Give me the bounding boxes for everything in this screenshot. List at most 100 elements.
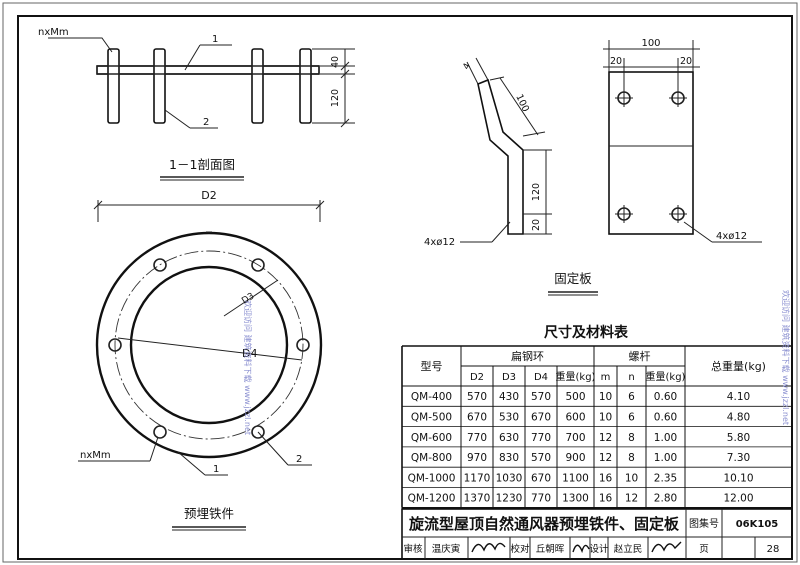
bolt-circle [114, 250, 304, 440]
table-cell: 670 [467, 411, 487, 423]
design-signature [651, 541, 682, 553]
bolt-rod [153, 48, 166, 124]
table-cell: 10 [625, 472, 638, 484]
dim-120-section: 120 [330, 89, 341, 107]
table-cell: 0.60 [654, 411, 677, 423]
table-cell: 12 [599, 452, 612, 464]
dim-120-side: 120 [531, 183, 542, 201]
subheader-cell: D4 [534, 372, 548, 383]
table-cell: 1300 [562, 493, 589, 505]
dim-4: 4 [462, 62, 474, 72]
table-cell: 570 [531, 452, 551, 464]
table-cell: 16 [599, 472, 613, 484]
watermark-right: 欢迎访问 建筑资料下载 www.jzzl.net [781, 290, 791, 425]
table-cell: 4.80 [727, 411, 750, 423]
review-label: 审核 [403, 543, 423, 555]
section-view: nxMm 1 2 40 120 1－1剖面图 [38, 27, 355, 181]
table-cell: 830 [499, 452, 519, 464]
table-cell: 6 [628, 391, 635, 403]
header-flat-steel-ring: 扁钢环 [511, 350, 544, 363]
header-model: 型号 [421, 359, 443, 373]
flat-bar-section [96, 65, 320, 75]
model-cell: QM-400 [411, 391, 452, 403]
bolt-rods [107, 48, 312, 124]
dim-100-side: 100 [513, 93, 531, 114]
table-cell: 2.80 [654, 493, 677, 505]
table-cell: 12 [625, 493, 638, 505]
table-cell: 12 [599, 432, 612, 444]
table-cell: 770 [531, 493, 551, 505]
nxmm-label-section: nxMm [38, 27, 69, 38]
page-number: 28 [767, 544, 780, 555]
table-cell: 670 [531, 472, 551, 484]
subheader-cell: D2 [470, 372, 484, 383]
table-cell: 1170 [464, 472, 491, 484]
bolt-holes [108, 258, 310, 439]
table-cell: 16 [599, 493, 613, 505]
table-cell: 5.80 [727, 432, 750, 444]
review-name: 温庆寅 [432, 543, 461, 555]
subheader-cell: m [601, 372, 611, 383]
ring-outer [95, 231, 323, 459]
section-dimensions: 40 120 [312, 48, 355, 128]
model-cell: QM-1200 [408, 493, 456, 505]
table-cell: 12.00 [723, 493, 753, 505]
table-cell: 1.00 [654, 452, 677, 464]
bolt-rod [299, 48, 312, 124]
table-title: 尺寸及材料表 [544, 324, 629, 341]
plate-front [608, 71, 694, 235]
header-total-weight: 总重量(kg) [711, 359, 766, 373]
check-label: 校对 [510, 543, 530, 555]
table-cell: 10.10 [723, 472, 753, 484]
model-cell: QM-600 [411, 432, 452, 444]
embedded-iron-title: 预埋铁件 [184, 506, 234, 521]
table-cell: 900 [565, 452, 585, 464]
table-cell: 1100 [562, 472, 589, 484]
table-cell: 530 [499, 411, 519, 423]
table-cell: 630 [499, 432, 519, 444]
subheader-cell: 重量(kg) [556, 370, 596, 383]
drawing-title: 旋流型屋顶自然通风器预埋铁件、固定板 [408, 515, 680, 533]
section-title: 1－1剖面图 [169, 157, 235, 172]
callout-2-plan: 2 [296, 454, 302, 465]
check-signature [572, 544, 590, 554]
table-cell: 970 [467, 452, 487, 464]
dim-20-left: 20 [610, 56, 622, 67]
atlas-number: 06K105 [736, 519, 779, 530]
fixing-plate-view: 4 100 120 20 4xø12 100 20 [424, 38, 762, 296]
dim-20-side: 20 [531, 219, 542, 231]
title-block: 旋流型屋顶自然通风器预埋铁件、固定板 图集号 06K105 审核 温庆寅 校对 … [401, 508, 793, 560]
table-cell: 10 [599, 411, 612, 423]
table-cell: 1370 [464, 493, 491, 505]
design-label: 设计 [589, 543, 609, 555]
ring-inner [129, 265, 289, 425]
table-cell: 1030 [496, 472, 523, 484]
atlas-label: 图集号 [689, 517, 719, 530]
table-cell: 770 [531, 432, 551, 444]
check-name: 丘朝晖 [536, 544, 565, 555]
table-cell: 670 [531, 411, 551, 423]
table-cell: 570 [467, 391, 487, 403]
dim-d4: D4 [242, 347, 257, 360]
page-label: 页 [699, 544, 709, 555]
subheader-cell: D3 [502, 372, 516, 383]
callout-2-section: 2 [203, 117, 209, 128]
table-cell: 2.35 [654, 472, 677, 484]
hole-label-right: 4xø12 [716, 231, 747, 242]
table-cell: 700 [565, 432, 585, 444]
table-cell: 600 [565, 411, 585, 423]
header-bolt: 螺杆 [629, 349, 651, 363]
dim-100-top: 100 [641, 38, 660, 49]
bolt-rod [251, 48, 264, 124]
table-cell: 6 [628, 411, 635, 423]
embedded-iron-view: D2 D4 D3 nxMm 1 2 预 [78, 189, 325, 531]
review-signature [471, 542, 506, 553]
hole-label-left: 4xø12 [424, 237, 455, 248]
model-cell: QM-500 [411, 411, 452, 423]
subheader-cell: n [628, 372, 634, 383]
table-cell: 7.30 [727, 452, 750, 464]
table-cell: 4.10 [727, 391, 750, 403]
